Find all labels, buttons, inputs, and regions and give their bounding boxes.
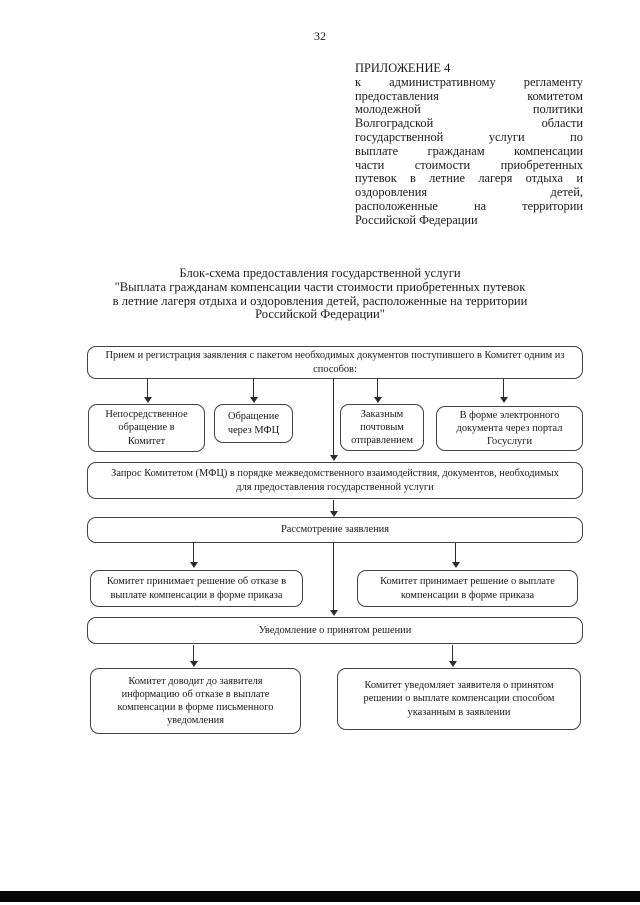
flowchart-node-notify-pay: Комитет уведомляет заявителя о принятом … [337, 668, 581, 730]
appendix-text-line: Волгоградской области [355, 116, 583, 131]
connector-arrow-icon [329, 543, 338, 616]
connector-arrow-icon [499, 379, 508, 403]
flowchart-node-method-mfc: Обращение через МФЦ [214, 404, 293, 443]
flowchart-node-method-direct: Непосредственное обращение в Комитет [88, 404, 205, 452]
flowchart-node-label: Прием и регистрация заявления с пакетом … [105, 350, 565, 375]
appendix-text-line: расположенные на территории [355, 198, 583, 213]
flowchart-node-label: Комитет принимает решение об отказе в вы… [106, 576, 287, 601]
connector-arrow-icon [329, 379, 338, 461]
flowchart-node-label: Запрос Комитетом (МФЦ) в порядке межведо… [111, 468, 559, 493]
connector-arrow-icon [329, 500, 338, 517]
flowchart-node-method-portal: В форме электронного документа через пор… [436, 406, 583, 451]
connector-arrow-icon [143, 379, 152, 403]
appendix-text-line: части стоимости приобретенных [355, 157, 583, 172]
scan-artifact-band [0, 891, 640, 902]
connector-arrow-icon [451, 543, 460, 568]
appendix-header-block: ПРИЛОЖЕНИЕ 4 к административному регламе… [355, 61, 583, 228]
diagram-title-line: "Выплата гражданам компенсации части сто… [114, 279, 526, 294]
flowchart-node-label: Комитет уведомляет заявителя о принятом … [363, 680, 555, 718]
flowchart-node-notice: Уведомление о принятом решении [87, 617, 583, 644]
flowchart-node-label: Уведомление о принятом решении [258, 624, 412, 636]
flowchart-node-decision-refuse: Комитет принимает решение об отказе в вы… [90, 570, 303, 607]
appendix-text-line: молодежной политики [355, 102, 583, 117]
connector-arrow-icon [189, 645, 198, 667]
flowchart-node-label: Комитет принимает решение о выплате комп… [380, 576, 555, 601]
flowchart-node-label: Непосредственное обращение в Комитет [105, 409, 188, 447]
diagram-title-line: Российской Федерации" [255, 307, 385, 322]
flowchart-node-notify-refuse: Комитет доводит до заявителя информацию … [90, 668, 301, 734]
connector-arrow-icon [448, 645, 457, 667]
diagram-title-line: в летние лагеря отдыха и оздоровления де… [112, 293, 528, 308]
connector-arrow-icon [373, 379, 382, 403]
flowchart-node-method-mail: Заказным почтовым отправлением [340, 404, 424, 451]
flowchart-node-label: Рассмотрение заявления [280, 524, 390, 536]
page-number: 32 [314, 29, 326, 43]
flowchart-node-label: Заказным почтовым отправлением [351, 408, 413, 447]
diagram-title: Блок-схема предоставления государственно… [20, 266, 620, 322]
appendix-heading: ПРИЛОЖЕНИЕ 4 [355, 61, 451, 75]
flowchart-node-decision-pay: Комитет принимает решение о выплате комп… [357, 570, 578, 607]
flowchart-node-label: Обращение через МФЦ [227, 411, 280, 436]
flowchart-node-interagency-request: Запрос Комитетом (МФЦ) в порядке межведо… [87, 462, 583, 499]
appendix-text-line: государственной услуги по [355, 129, 583, 144]
flowchart-node-label: В форме электронного документа через пор… [456, 409, 563, 448]
appendix-text-line: к административному регламенту [355, 74, 583, 89]
diagram-title-line: Блок-схема предоставления государственно… [179, 266, 461, 280]
appendix-text-line: Российской Федерации [355, 212, 478, 227]
connector-arrow-icon [249, 379, 258, 403]
flowchart-node-review: Рассмотрение заявления [87, 517, 583, 543]
flowchart-node-label: Комитет доводит до заявителя информацию … [117, 675, 274, 727]
appendix-text-line: оздоровления детей, [355, 185, 583, 200]
appendix-text-line: выплате гражданам компенсации [355, 143, 583, 158]
connector-arrow-icon [189, 543, 198, 568]
flowchart-node-intake: Прием и регистрация заявления с пакетом … [87, 346, 583, 379]
appendix-text-line: предоставления комитетом [355, 88, 583, 103]
appendix-text-line: путевок в летние лагеря отдыха и [355, 171, 583, 186]
